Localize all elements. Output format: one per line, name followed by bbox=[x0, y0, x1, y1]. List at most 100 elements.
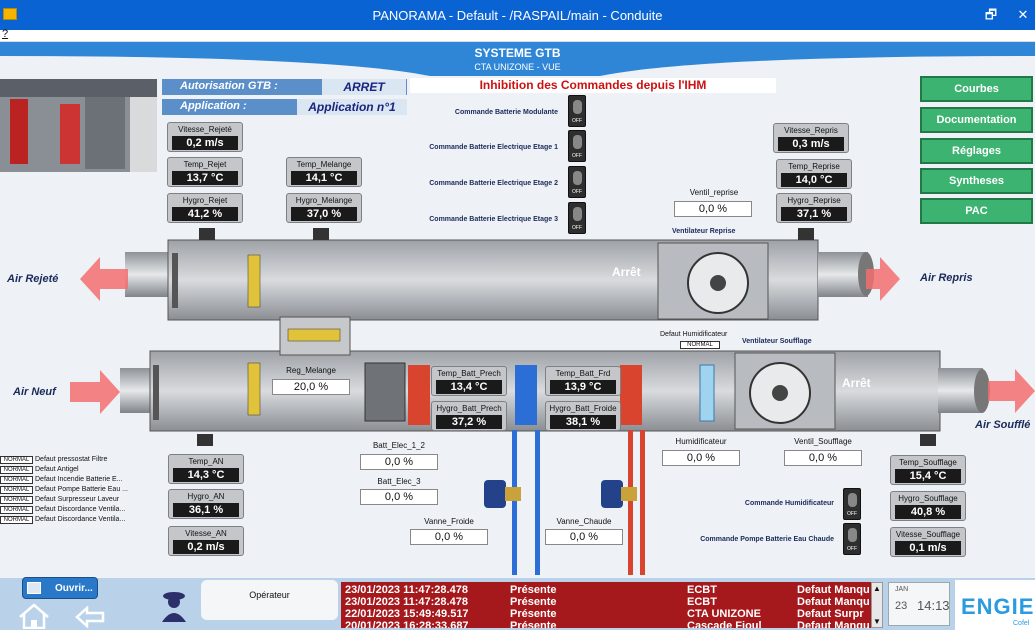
air-repris-label: Air Repris bbox=[920, 272, 973, 284]
header-banner bbox=[0, 42, 1035, 76]
vanne-froide-label: Vanne_Froide bbox=[424, 517, 474, 526]
reglages-button[interactable]: Réglages bbox=[920, 138, 1033, 164]
cmd-elec-etage2-label: Commande Batterie Electrique Etage 2 bbox=[429, 180, 558, 187]
alarm-scrollbar[interactable]: ▲ ▼ bbox=[871, 582, 883, 628]
reg-melange-value: 20,0 % bbox=[272, 379, 350, 395]
window-title-bar: PANORAMA - Default - /RASPAIL/main - Con… bbox=[0, 0, 1035, 30]
batt-elec-1-2-value: 0,0 % bbox=[360, 454, 438, 470]
header: SYSTEME GTB CTA UNIZONE - VUE bbox=[0, 42, 1035, 76]
air-souffle-label: Air Soufflé bbox=[975, 419, 1031, 431]
cta-diagram bbox=[70, 228, 1035, 575]
autorisation-value: ARRET bbox=[322, 79, 406, 95]
cmd-humidificateur-switch[interactable]: OFF bbox=[843, 488, 861, 520]
cmd-pompe-switch[interactable]: OFF bbox=[843, 523, 861, 555]
cmd-pompe-label: Commande Pompe Batterie Eau Chaude bbox=[700, 536, 834, 543]
air-rejete-label: Air Rejeté bbox=[7, 273, 59, 285]
air-neuf-label: Air Neuf bbox=[13, 386, 56, 398]
humidificateur-label: Humidificateur bbox=[675, 437, 727, 446]
application-label: Application : bbox=[180, 100, 247, 112]
cmd-humidificateur-label: Commande Humidificateur bbox=[744, 500, 834, 507]
reg-melange-label: Reg_Melange bbox=[286, 366, 336, 375]
operator-panel[interactable]: Opérateur bbox=[201, 580, 338, 620]
ventilateur-reprise-label: Ventilateur Reprise bbox=[672, 228, 736, 235]
home-icon[interactable] bbox=[18, 603, 50, 629]
clock-date: 23 bbox=[895, 600, 908, 612]
menu-bar: ? bbox=[0, 28, 1035, 42]
back-arrow-icon[interactable] bbox=[75, 606, 105, 628]
scroll-down-icon[interactable]: ▼ bbox=[873, 617, 881, 626]
cmd-elec-etage3-label: Commande Batterie Electrique Etage 3 bbox=[429, 216, 558, 223]
ventil-soufflage-value: 0,0 % bbox=[784, 450, 862, 466]
cmd-elec-etage1-label: Commande Batterie Electrique Etage 1 bbox=[429, 144, 558, 151]
syntheses-button[interactable]: Syntheses bbox=[920, 168, 1033, 194]
restore-button[interactable]: 🗗 bbox=[984, 7, 998, 22]
documentation-button[interactable]: Documentation bbox=[920, 107, 1033, 133]
clock-widget: JAN 23 14:13 bbox=[888, 582, 950, 626]
status-arret-top: Arrêt bbox=[612, 265, 641, 279]
courbes-button[interactable]: Courbes bbox=[920, 76, 1033, 102]
inhibition-banner: Inhibition des Commandes depuis l'IHM bbox=[410, 78, 776, 93]
operator-icon bbox=[162, 592, 186, 622]
ventil-reprise-label: Ventil_reprise bbox=[689, 188, 739, 197]
ventil-soufflage-label: Ventil_Soufflage bbox=[794, 437, 852, 446]
cmd-elec-etage2-switch[interactable]: OFF bbox=[568, 166, 586, 198]
installation-photo bbox=[0, 79, 157, 172]
page-subtitle: CTA UNIZONE - VUE bbox=[474, 62, 561, 72]
batt-elec-3-value: 0,0 % bbox=[360, 489, 438, 505]
cmd-elec-etage1-switch[interactable]: OFF bbox=[568, 130, 586, 162]
open-button[interactable]: Ouvrir... bbox=[22, 577, 98, 599]
app-icon bbox=[3, 8, 17, 20]
pac-button[interactable]: PAC bbox=[920, 198, 1033, 224]
application-row: Application : Application n°1 bbox=[162, 99, 407, 115]
application-value: Application n°1 bbox=[297, 99, 407, 115]
autorisation-label: Autorisation GTB : bbox=[180, 80, 278, 92]
ventilateur-soufflage-label: Ventilateur Soufflage bbox=[742, 338, 812, 345]
vanne-chaude-value: 0,0 % bbox=[545, 529, 623, 545]
cmd-elec-etage3-switch[interactable]: OFF bbox=[568, 202, 586, 234]
close-button[interactable]: ✕ bbox=[1017, 7, 1029, 22]
scroll-up-icon[interactable]: ▲ bbox=[873, 584, 881, 593]
defaut-humidificateur-state: NORMAL bbox=[680, 341, 720, 349]
batt-elec-3-label: Batt_Elec_3 bbox=[377, 477, 421, 486]
vanne-froide-value: 0,0 % bbox=[410, 529, 488, 545]
window-title: PANORAMA - Default - /RASPAIL/main - Con… bbox=[372, 8, 663, 23]
clock-time: 14:13 bbox=[917, 598, 950, 613]
engie-logo: ENGIE Cofel bbox=[955, 580, 1035, 630]
clock-day: JAN bbox=[895, 586, 909, 593]
status-arret-bottom: Arrêt bbox=[842, 376, 871, 390]
folder-icon bbox=[27, 582, 41, 594]
help-menu[interactable]: ? bbox=[2, 28, 9, 40]
defaut-humidificateur-label: Defaut Humidificateur bbox=[660, 331, 728, 338]
ventil-reprise-value: 0,0 % bbox=[674, 201, 752, 217]
page-title: SYSTEME GTB bbox=[474, 46, 561, 60]
cmd-batterie-modulante-switch[interactable]: OFF bbox=[568, 95, 586, 127]
humidificateur-value: 0,0 % bbox=[662, 450, 740, 466]
operator-label: Opérateur bbox=[249, 590, 290, 600]
vanne-chaude-label: Vanne_Chaude bbox=[556, 517, 612, 526]
cmd-batterie-modulante-label: Commande Batterie Modulante bbox=[454, 109, 558, 116]
